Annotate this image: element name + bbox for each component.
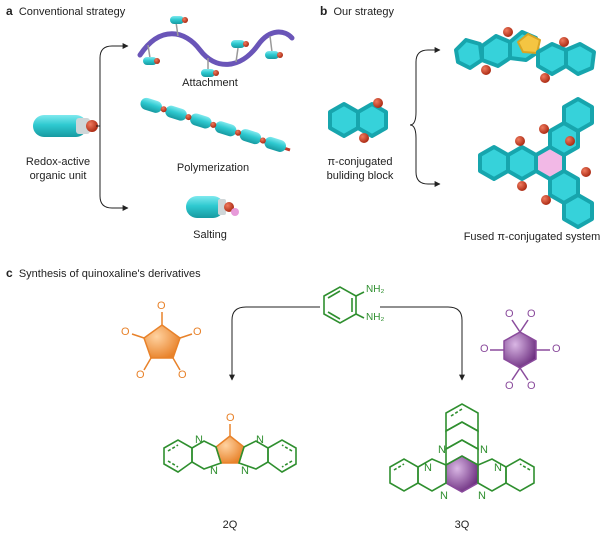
fused-system-linear (454, 27, 596, 83)
purple-hexagon-molecule (490, 319, 550, 381)
atom-n: N (210, 465, 218, 477)
atom-n: N (241, 465, 249, 477)
diamine-molecule (323, 286, 365, 324)
pendant-unit (231, 40, 249, 63)
label-product-3q: 3Q (454, 519, 470, 531)
atom-o: O (226, 412, 235, 424)
panel-b-arrows (409, 47, 441, 187)
label-product-2q: 2Q (222, 519, 238, 531)
building-block (328, 98, 388, 143)
label-attachment: Attachment (182, 77, 238, 89)
panel-a-header: a Conventional strategy (6, 4, 125, 18)
panel-b-title: Our strategy (333, 6, 394, 18)
panel-b-letter: b (320, 4, 328, 18)
label-block-line1: π-conjugated (327, 156, 393, 168)
pendant-unit (201, 58, 219, 77)
atom-o: O (178, 369, 187, 381)
atom-n: N (480, 444, 488, 456)
label-nh2-top: NH₂ (366, 284, 385, 295)
pendant-unit (170, 16, 188, 37)
panel-b-header: b Our strategy (320, 4, 394, 18)
panel-c-title: Synthesis of quinoxaline's derivatives (18, 268, 201, 280)
atom-o: O (480, 343, 489, 355)
atom-o: O (136, 369, 145, 381)
atom-n: N (494, 462, 502, 474)
atom-o: O (193, 326, 202, 338)
label-block-line2: buliding block (326, 170, 394, 182)
label-redox-line2: organic unit (29, 170, 87, 182)
atom-o: O (505, 308, 514, 320)
atom-o: O (552, 343, 561, 355)
label-nh2-bottom: NH₂ (366, 312, 385, 323)
salting-graphic (186, 196, 239, 218)
label-polymerization: Polymerization (176, 162, 250, 174)
pendant-unit (143, 44, 160, 65)
orange-pentagon-molecule (131, 312, 193, 371)
atom-o: O (157, 300, 166, 312)
redox-unit-capsule (33, 115, 98, 137)
panel-a-letter: a (6, 4, 13, 18)
label-fused-system: Fused π-conjugated system (463, 231, 600, 243)
atom-o: O (527, 380, 536, 392)
label-redox-line1: Redox-active (25, 156, 91, 168)
atom-o: O (505, 380, 514, 392)
fused-system-triangular (478, 97, 594, 229)
polymerization-graphic (140, 97, 291, 152)
atom-n: N (424, 462, 432, 474)
attachment-graphic (137, 16, 295, 77)
atom-o: O (527, 308, 536, 320)
panel-c-header: c Synthesis of quinoxaline's derivatives (6, 266, 201, 280)
panel-c-arrows (229, 306, 465, 381)
atom-n: N (438, 444, 446, 456)
panel-a-arrows (96, 43, 129, 211)
atom-o: O (121, 326, 130, 338)
pendant-unit (265, 35, 283, 59)
atom-n: N (195, 434, 203, 446)
product-2q-molecule (163, 424, 297, 473)
atom-n: N (478, 490, 486, 502)
atom-n: N (256, 434, 264, 446)
panel-a-title: Conventional strategy (18, 6, 126, 18)
panel-c-letter: c (6, 266, 13, 280)
atom-n: N (440, 490, 448, 502)
product-3q-molecule (389, 403, 535, 493)
label-salting: Salting (193, 229, 227, 241)
